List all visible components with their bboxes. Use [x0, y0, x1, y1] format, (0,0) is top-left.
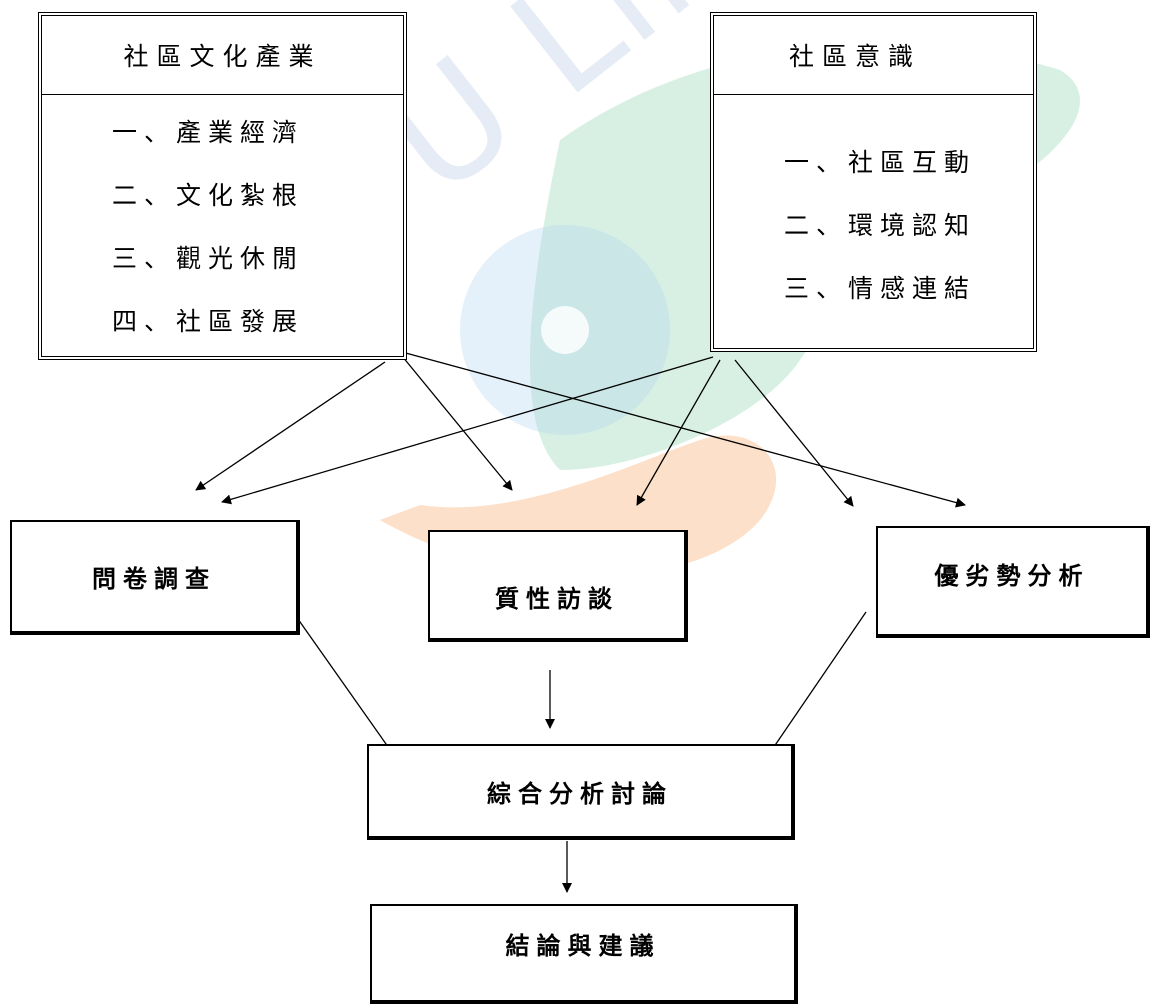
arrow-culture-to-interview	[401, 355, 513, 491]
arrow-culture-to-survey	[195, 361, 386, 491]
list-item: 四、社區發展	[112, 307, 305, 336]
synthesis-box: 綜合分析討論	[367, 744, 795, 840]
arrow-awareness-to-survey	[221, 356, 714, 505]
list-item: 一、社區互動	[784, 148, 977, 177]
community-culture-industry-box: 社區文化產業 一、產業經濟 二、文化紮根 三、觀光休閒 四、社區發展	[38, 12, 407, 360]
box-title: 社區意識	[714, 16, 1033, 95]
community-awareness-box: 社區意識 一、社區互動 二、環境認知 三、情感連結	[710, 12, 1037, 352]
box-title: 社區文化產業	[42, 16, 403, 95]
arrow-culture-to-swot	[401, 351, 966, 508]
swot-label: 優劣勢分析	[934, 561, 1090, 590]
list-item: 一、產業經濟	[112, 118, 305, 147]
interview-box: 質性訪談	[428, 530, 688, 642]
list-item: 二、文化紮根	[112, 181, 305, 210]
list-item: 三、觀光休閒	[112, 244, 305, 273]
arrow-awareness-to-swot	[734, 359, 854, 507]
list-item: 二、環境認知	[784, 211, 977, 240]
survey-label: 問卷調查	[92, 564, 216, 593]
arrow-awareness-to-interview	[636, 359, 721, 506]
list-item: 三、情感連結	[784, 274, 977, 303]
survey-box: 問卷調查	[10, 520, 300, 635]
conclusion-box: 結論與建議	[370, 904, 798, 1004]
swot-box: 優劣勢分析	[876, 526, 1150, 638]
conclusion-label: 結論與建議	[505, 931, 661, 960]
synthesis-label: 綜合分析討論	[487, 778, 673, 808]
interview-label: 質性訪談	[495, 583, 619, 613]
